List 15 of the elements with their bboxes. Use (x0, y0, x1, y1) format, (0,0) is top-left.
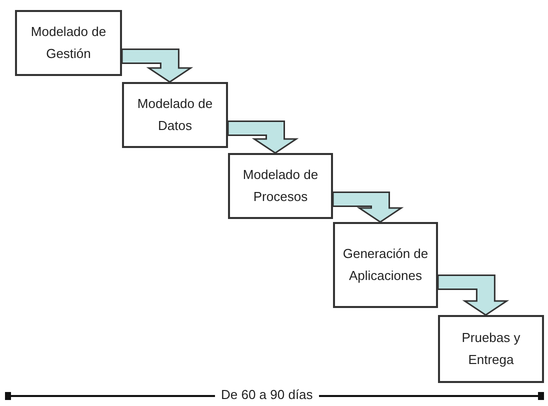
duration-label: De 60 a 90 días (215, 387, 319, 402)
process-box (333, 222, 438, 308)
box-label: Modelado de Datos (136, 94, 214, 135)
block-arrow (332, 191, 404, 223)
box-label: Pruebas y Entrega (460, 328, 522, 369)
box-label: Modelado de Gestión (30, 22, 108, 63)
block-arrow (227, 120, 299, 154)
block-arrow (121, 48, 194, 83)
box-label: Generación de Aplicaciones (342, 244, 430, 285)
process-box (228, 153, 333, 219)
process-box (438, 315, 544, 383)
block-arrow (437, 274, 510, 316)
process-box (122, 82, 228, 148)
box-label: Modelado de Procesos (242, 166, 320, 206)
process-box (15, 10, 122, 76)
